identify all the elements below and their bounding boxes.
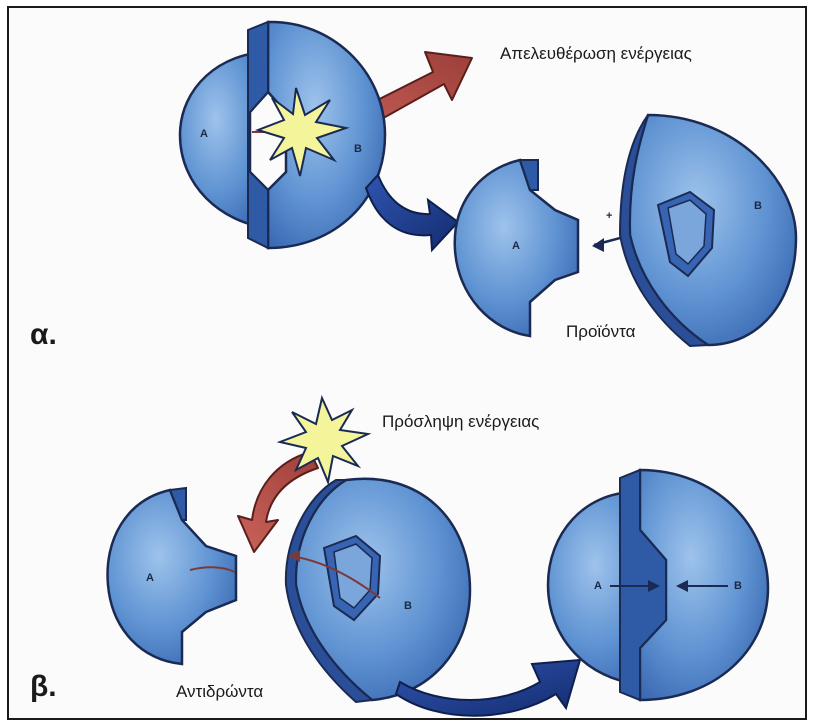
joined-molecule-ab — [180, 22, 385, 248]
separate-molecule-b-products — [620, 115, 796, 346]
reactants-caption: Αντιδρώντα — [176, 682, 263, 702]
letter-b-separate-b: B — [404, 600, 412, 612]
products-caption: Προϊόντα — [566, 322, 635, 342]
energy-release-caption: Απελευθέρωση ενέργειας — [500, 44, 692, 64]
panel-b-label: β. — [30, 670, 57, 704]
energy-absorb-caption: Πρόσληψη ενέργειας — [382, 412, 539, 432]
flow-arrow-to-products — [366, 175, 458, 250]
panel-a-label: α. — [30, 318, 57, 352]
letter-a-joined-a: A — [200, 128, 208, 140]
separate-molecule-a-reactants — [108, 488, 236, 664]
letter-b-joined-b: B — [734, 580, 742, 592]
plus-sign: + — [606, 210, 612, 222]
letter-a-joined-b: A — [594, 580, 602, 592]
letter-b-joined-a: B — [354, 143, 362, 155]
separate-molecule-b-reactants — [286, 479, 470, 702]
letter-a-separate-a: A — [512, 240, 520, 252]
letter-b-separate-a: B — [754, 200, 762, 212]
letter-a-separate-b: A — [146, 572, 154, 584]
